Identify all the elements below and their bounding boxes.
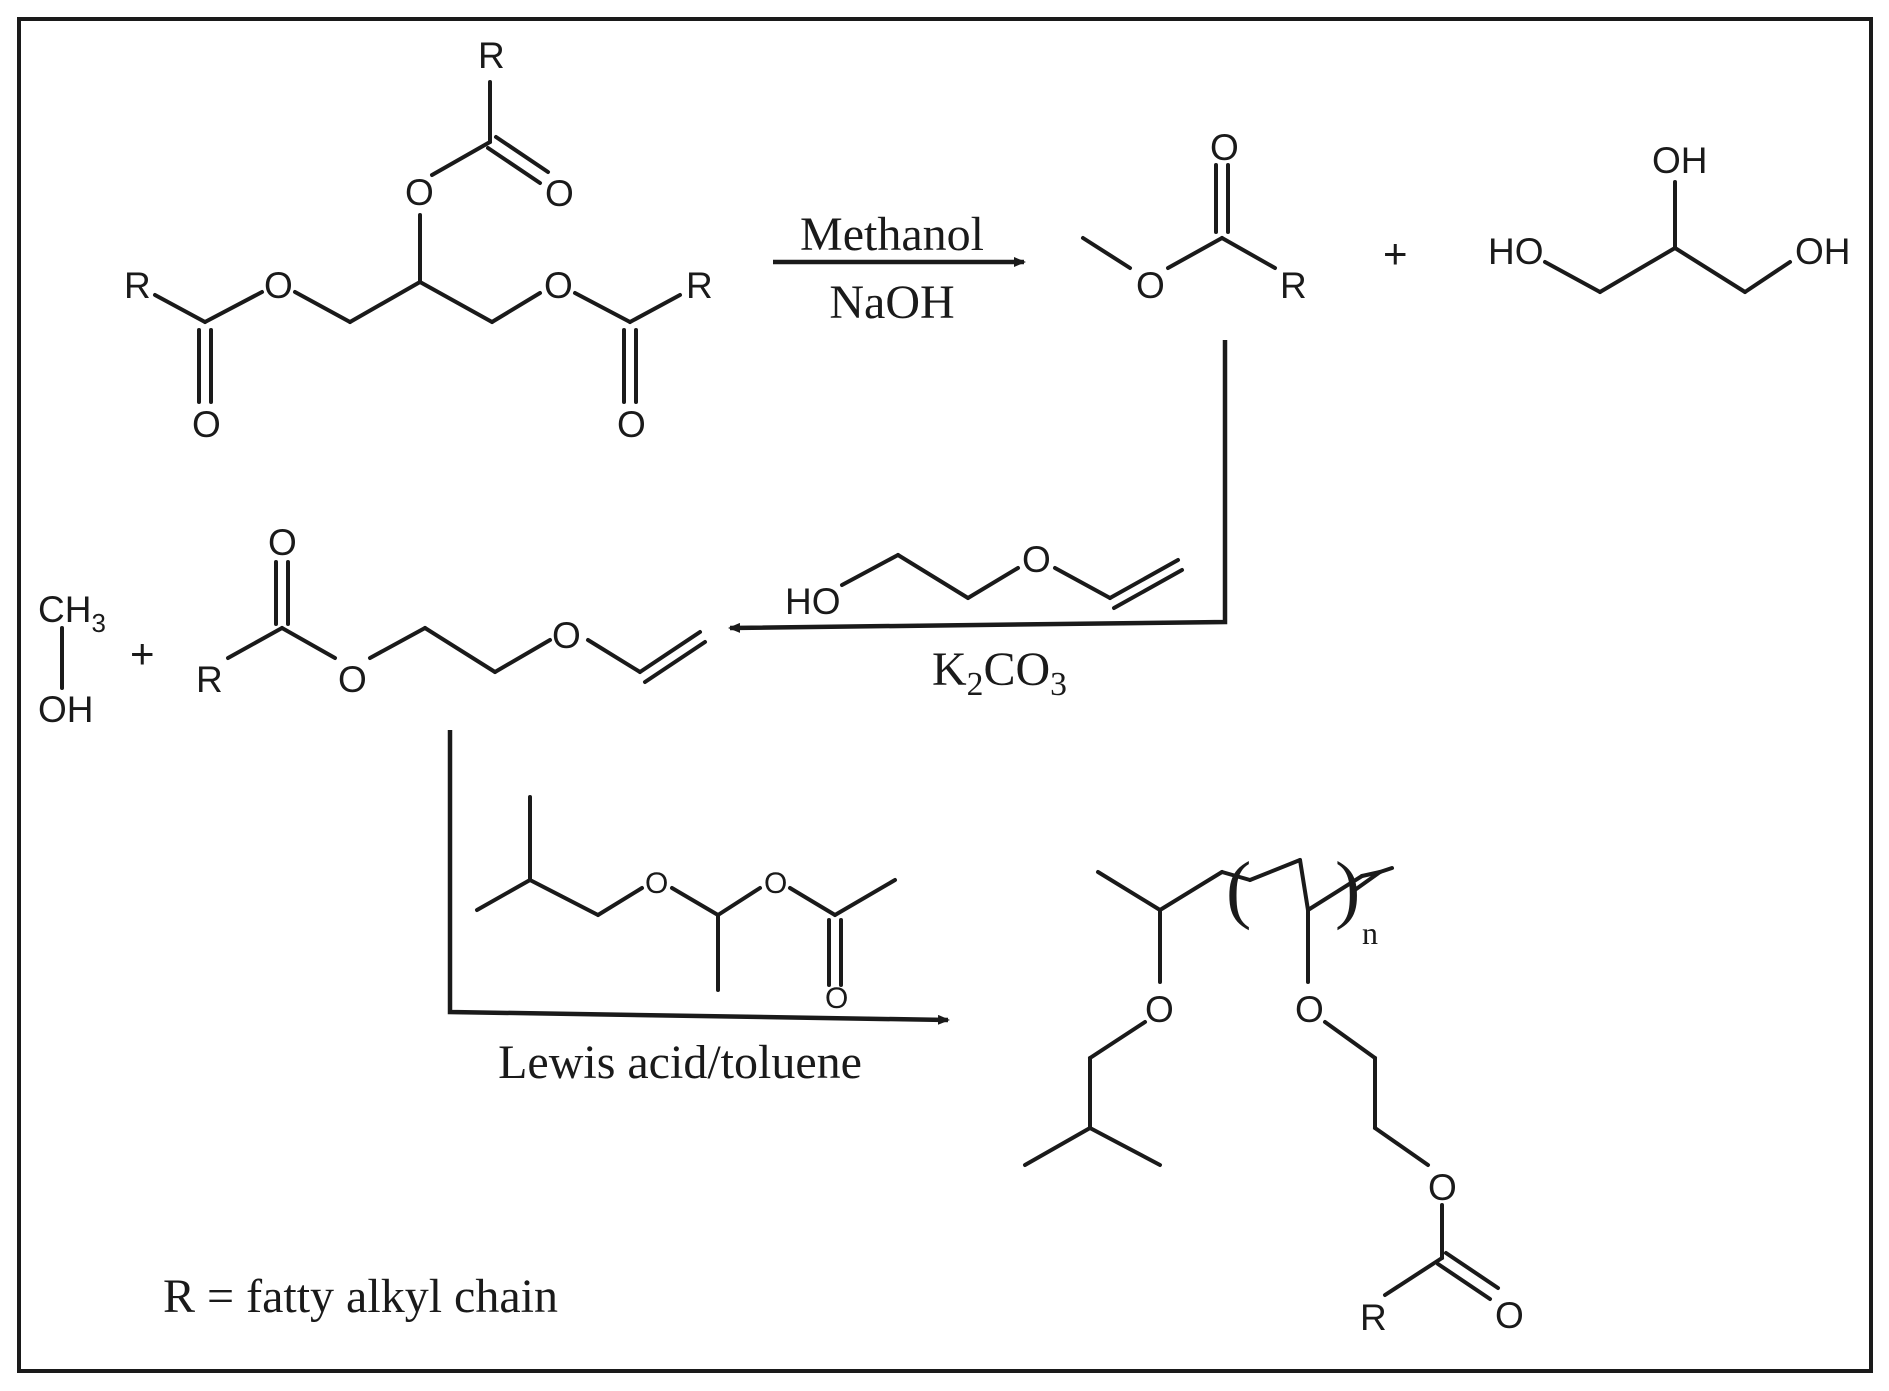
atom-oh-glycerol-top: OH (1652, 140, 1708, 181)
atom-ho-glycerol: HO (1488, 231, 1544, 272)
atom-o-methoxy: O (1136, 265, 1165, 306)
atom-o-polymer-left: O (1145, 989, 1174, 1030)
reaction-arrow-2 (728, 340, 1228, 633)
atom-r-right: R (686, 265, 713, 306)
atom-o-vinyl-carbonyl: O (268, 522, 297, 563)
methyl-ester-molecule: O O R (1081, 127, 1307, 306)
polymer-product: O O O R O ( ) n (1023, 847, 1524, 1338)
atom-r-polymer: R (1360, 1297, 1387, 1338)
atom-o-initiator-2: O (764, 867, 787, 900)
repeat-subscript-n: n (1362, 915, 1378, 951)
atom-o-left-ester: O (264, 265, 293, 306)
atom-ho-reagent: HO (785, 581, 841, 622)
triglyceride-molecule: R O O R O O O R O (124, 35, 713, 445)
figure-border (17, 17, 1873, 1373)
atom-r-methyl-ester: R (1280, 265, 1307, 306)
atom-o-initiator-1: O (645, 867, 668, 900)
reaction-arrow-3 (447, 730, 950, 1025)
atom-r-top: R (478, 35, 505, 76)
atom-o-right-ester: O (544, 265, 573, 306)
reagent-lewis-acid-toluene: Lewis acid/toluene (498, 1036, 862, 1089)
vinyl-ether-ester-molecule: R O O O (196, 522, 707, 700)
atom-o-carbonyl: O (1210, 127, 1239, 168)
atom-r-left: R (124, 265, 151, 306)
atom-o-vinyl-ether: O (552, 615, 581, 656)
atom-o-polymer-carbonyl: O (1495, 1295, 1524, 1336)
atom-ch3: CH3 (38, 589, 106, 638)
glycerol-molecule: HO OH OH (1488, 140, 1851, 294)
atom-o-top-carbonyl: O (545, 173, 574, 214)
hydroxyethyl-vinyl-ether-reagent: HO O (785, 539, 1184, 622)
plus-sign-2: + (130, 630, 155, 677)
atom-o-polymer-ester: O (1428, 1167, 1457, 1208)
atom-o-polymer-right: O (1295, 989, 1324, 1030)
reagent-methanol: Methanol (800, 208, 984, 261)
atom-oh-methanol: OH (38, 689, 94, 730)
atom-o-reagent-ether: O (1022, 539, 1051, 580)
atom-o-right-carbonyl: O (617, 404, 646, 445)
atom-r-vinyl-ester: R (196, 659, 223, 700)
reagent-k2co3: K2CO3 (932, 643, 1067, 703)
atom-oh-glycerol-right: OH (1795, 231, 1851, 272)
plus-sign-1: + (1383, 230, 1408, 277)
r-group-legend: R = fatty alkyl chain (163, 1270, 558, 1323)
reagent-naoh: NaOH (829, 276, 954, 329)
initiator-reagent: O O O (475, 795, 897, 1015)
repeat-bracket-open: ( (1226, 847, 1251, 931)
methanol-byproduct: CH3 OH (38, 589, 106, 730)
atom-o-left-carbonyl: O (192, 404, 221, 445)
atom-o-vinyl-ester: O (338, 659, 367, 700)
atom-o-top-ester: O (405, 172, 434, 213)
atom-o-initiator-carbonyl: O (825, 982, 848, 1015)
